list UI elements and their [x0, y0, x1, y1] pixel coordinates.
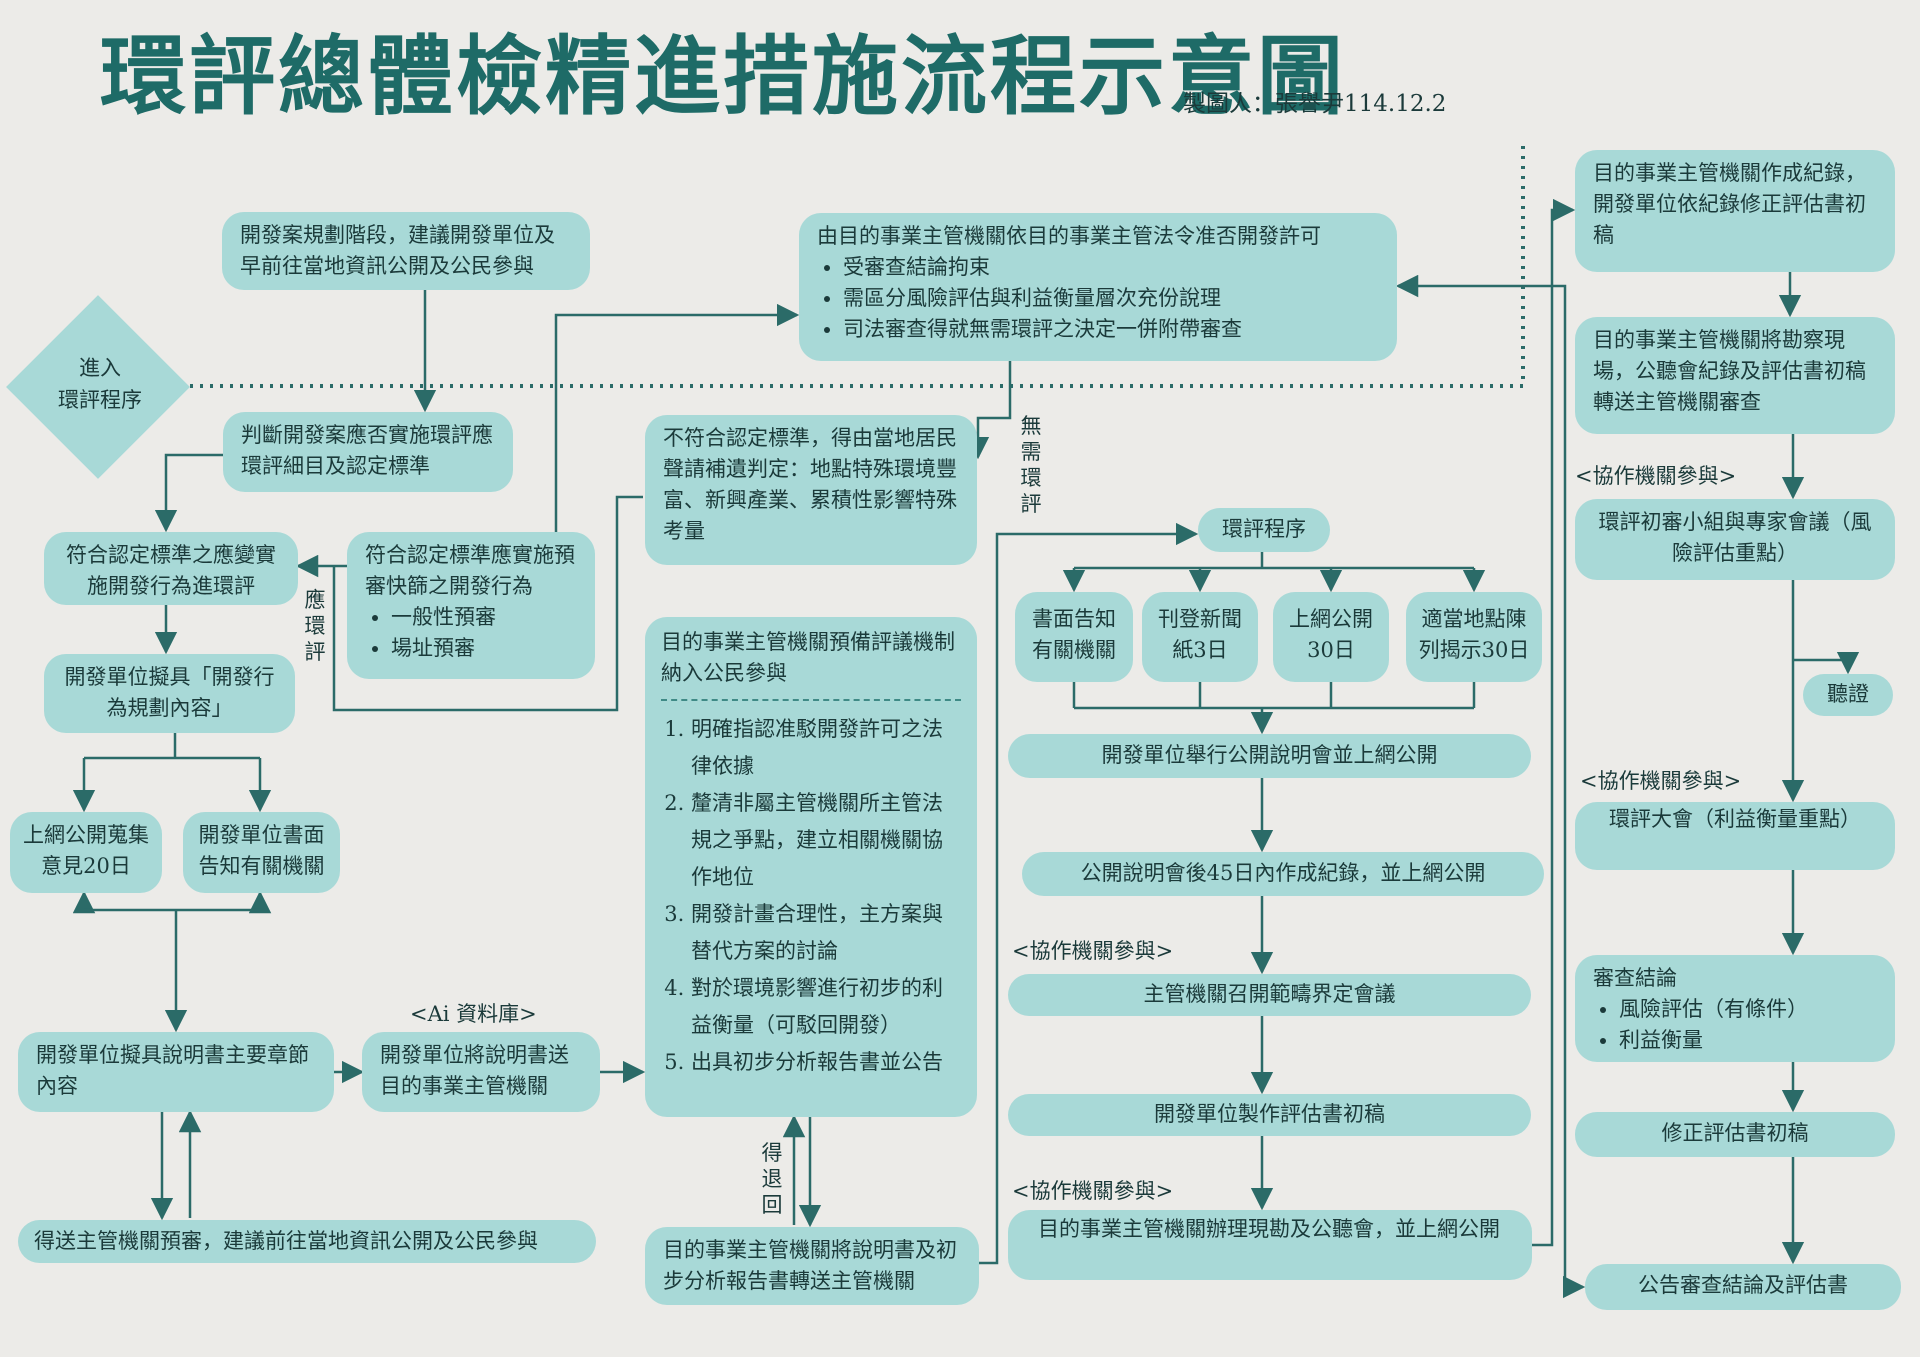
edge-prelim-hearing: [1793, 651, 1860, 675]
divider: [661, 699, 961, 701]
prep-item: 釐清非屬主管機關所主管法規之爭點，建立相關機關協作地位: [691, 785, 961, 896]
box-prescreen: 符合認定標準應實施預審快篩之開發行為 一般性預審 場址預審: [347, 532, 595, 679]
box-minutes: 目的事業主管機關作成紀錄，開發單位依紀錄修正評估書初稿: [1575, 150, 1895, 272]
box-eia-proc: 環評程序: [1198, 508, 1330, 552]
box-meet-criteria: 符合認定標準之應變實施開發行為進環評: [44, 532, 298, 605]
box-revise: 修正評估書初稿: [1575, 1112, 1895, 1157]
label-coop-right-2: <協作機關參與>: [1580, 769, 1742, 793]
box-forward-all: 目的事業主管機關將勘察現場，公聽會紀錄及評估書初稿轉送主管機關審查: [1575, 317, 1895, 434]
edge-label-should-eia: 應環評: [304, 588, 326, 664]
edge-forward-eia: [979, 522, 1199, 1265]
label-ai-database: <Ai 資料庫>: [410, 1002, 537, 1026]
prep-item: 對於環境影響進行初步的利益衡量（可駁回開發）: [691, 970, 961, 1044]
eia-boundary-dotted: [190, 143, 1525, 388]
edge-prescreen-permit: [554, 303, 800, 532]
box-draft-plan: 開發單位擬具「開發行為規劃內容」: [44, 654, 295, 733]
box-send-agency: 開發單位將說明書送目的事業主管機關: [362, 1032, 600, 1112]
box-notice-2: 刊登新聞紙3日: [1142, 592, 1258, 682]
permit-item: 司法審查得就無需環評之決定一併附帶審查: [843, 314, 1379, 345]
label-coop-eia-1: <協作機關參與>: [1012, 939, 1174, 963]
conclusion-item: 利益衡量: [1619, 1025, 1877, 1056]
box-prep: 目的事業主管機關預備評議機制納入公民參與 明確指認准駁開發許可之法律依據 釐清非…: [645, 617, 977, 1117]
box-draft-report: 開發單位製作評估書初稿: [1008, 1094, 1531, 1136]
box-public-meeting: 開發單位舉行公開說明會並上網公開: [1008, 734, 1531, 778]
prep-item: 明確指認准駁開發許可之法律依據: [691, 711, 961, 785]
label-coop-right-1: <協作機關參與>: [1575, 464, 1737, 488]
entry-label: 進入 環評程序: [58, 356, 142, 412]
box-notify-agencies: 開發單位書面告知有關機關: [183, 812, 340, 893]
box-hearing: 聽證: [1803, 674, 1893, 716]
edge-rightloop-permit: [1395, 274, 1567, 1287]
edge-judge-meet: [154, 453, 223, 533]
prescreen-item: 場址預審: [391, 633, 577, 664]
label-coop-eia-2: <協作機關參與>: [1012, 1179, 1174, 1203]
edge-notmeet-meet: [332, 495, 643, 712]
box-conclusion: 審查結論 風險評估（有條件） 利益衡量: [1575, 955, 1895, 1062]
permit-item: 受審查結論拘束: [843, 252, 1379, 283]
edge-permit-noeia: [966, 361, 1012, 460]
box-forward: 目的事業主管機關將說明書及初步分析報告書轉送主管機關: [645, 1227, 979, 1305]
box-send-review: 得送主管機關預審，建議前往當地資訊公開及公民參與: [18, 1220, 596, 1263]
box-scoping: 主管機關召開範疇界定會議: [1008, 974, 1531, 1016]
box-notice-1: 書面告知有關機關: [1015, 592, 1133, 682]
box-prelim: 環評初審小組與專家會議（風險評估重點）: [1575, 499, 1895, 580]
box-not-meet: 不符合認定標準，得由當地居民聲請補遺判定：地點特殊環境豐富、新興產業、累積性影響…: [645, 415, 977, 565]
prep-item: 出具初步分析報告書並公告: [691, 1044, 961, 1081]
edge-label-no-eia: 無需環評: [1020, 414, 1042, 516]
box-announce: 公告審查結論及評估書: [1585, 1264, 1901, 1310]
box-notice-4: 適當地點陳列揭示30日: [1406, 592, 1542, 682]
box-record: 公開說明會後45日內作成紀錄，並上網公開: [1022, 852, 1544, 896]
box-notice-3: 上網公開30日: [1273, 592, 1389, 682]
prep-item: 開發計畫合理性，主方案與替代方案的討論: [691, 896, 961, 970]
author-credit: 製圖人：張譽尹114.12.2: [1183, 91, 1447, 117]
box-draft-outline: 開發單位擬具說明書主要章節內容: [18, 1032, 334, 1112]
prescreen-item: 一般性預審: [391, 602, 577, 633]
edge-label-may-return: 得退回: [761, 1141, 783, 1217]
box-assembly: 環評大會（利益衡量重點）: [1575, 802, 1895, 870]
page-title: 環評總體檢精進措施流程示意圖: [100, 26, 1346, 127]
permit-item: 需區分風險評估與利益衡量層次充份說理: [843, 283, 1379, 314]
box-permit: 由目的事業主管機關依目的事業主管法令准否開發許可 受審查結論拘束 需區分風險評估…: [799, 213, 1397, 361]
box-online-opinion: 上網公開蒐集意見20日: [10, 812, 162, 893]
box-site-visit: 目的事業主管機關辦理現勘及公聽會，並上網公開: [1008, 1210, 1532, 1280]
box-planning: 開發案規劃階段，建議開發單位及早前往當地資訊公開及公民參與: [222, 212, 590, 290]
conclusion-item: 風險評估（有條件）: [1619, 994, 1877, 1025]
box-judge: 判斷開發案應否實施環評應環評細目及認定標準: [223, 412, 513, 492]
edge-site-minutes: [1532, 198, 1576, 1247]
